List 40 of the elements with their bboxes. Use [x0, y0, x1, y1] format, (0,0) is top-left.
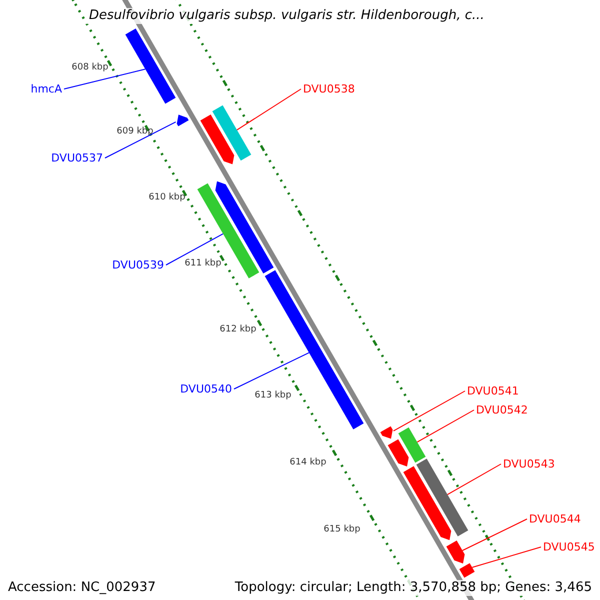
gene-label: DVU0541 — [467, 384, 519, 398]
accession-text: Accession: NC_002937 — [8, 580, 156, 596]
gene-label: hmcA — [30, 82, 62, 96]
gene-feature-bar — [459, 563, 475, 578]
gene-feature-bar — [200, 114, 234, 164]
scale-label: 609 kbp — [116, 128, 154, 136]
gene-label: DVU0537 — [51, 152, 103, 164]
leader-line — [104, 121, 176, 158]
gene-label: DVU0538 — [303, 82, 355, 96]
scale-label: 611 kbp — [184, 260, 222, 268]
leader-line — [446, 464, 502, 495]
gene-feature-bar — [212, 105, 252, 161]
gene-feature-bar — [398, 427, 426, 463]
gene-feature-bar — [125, 28, 176, 104]
gene-feature-bar — [380, 426, 393, 439]
leader-line — [416, 410, 474, 443]
scale-label: 612 kbp — [220, 326, 256, 334]
leader-line — [462, 518, 528, 551]
leader-line — [472, 546, 542, 568]
leader-line — [64, 68, 146, 90]
gene-feature-bar — [416, 458, 468, 536]
scale-label: 608 kbp — [72, 64, 108, 72]
genome-info-text: Topology: circular; Length: 3,570,858 bp; Genes: 3,465 — [234, 580, 592, 596]
leader-line — [392, 390, 466, 432]
gene-feature-bar — [176, 114, 189, 126]
scale-label: 614 kbp — [290, 458, 326, 468]
gene-feature-bar — [446, 540, 465, 564]
gene-label: DVU0540 — [180, 382, 232, 396]
gene-feature-bar — [388, 439, 409, 466]
gene-label: DVU0545 — [543, 540, 595, 554]
gene-label: DVU0542 — [476, 404, 528, 416]
gene-feature-bar — [403, 466, 452, 540]
gene-label: DVU0539 — [112, 258, 164, 272]
scale-label: 615 kbp — [324, 526, 360, 534]
leader-line — [166, 233, 224, 266]
gene-label: DVU0544 — [529, 512, 581, 526]
scale-label: 613 kbp — [254, 392, 292, 400]
leader-line — [234, 352, 310, 390]
gene-label: DVU0543 — [503, 458, 555, 470]
scale-label: 610 kbp — [148, 194, 186, 202]
